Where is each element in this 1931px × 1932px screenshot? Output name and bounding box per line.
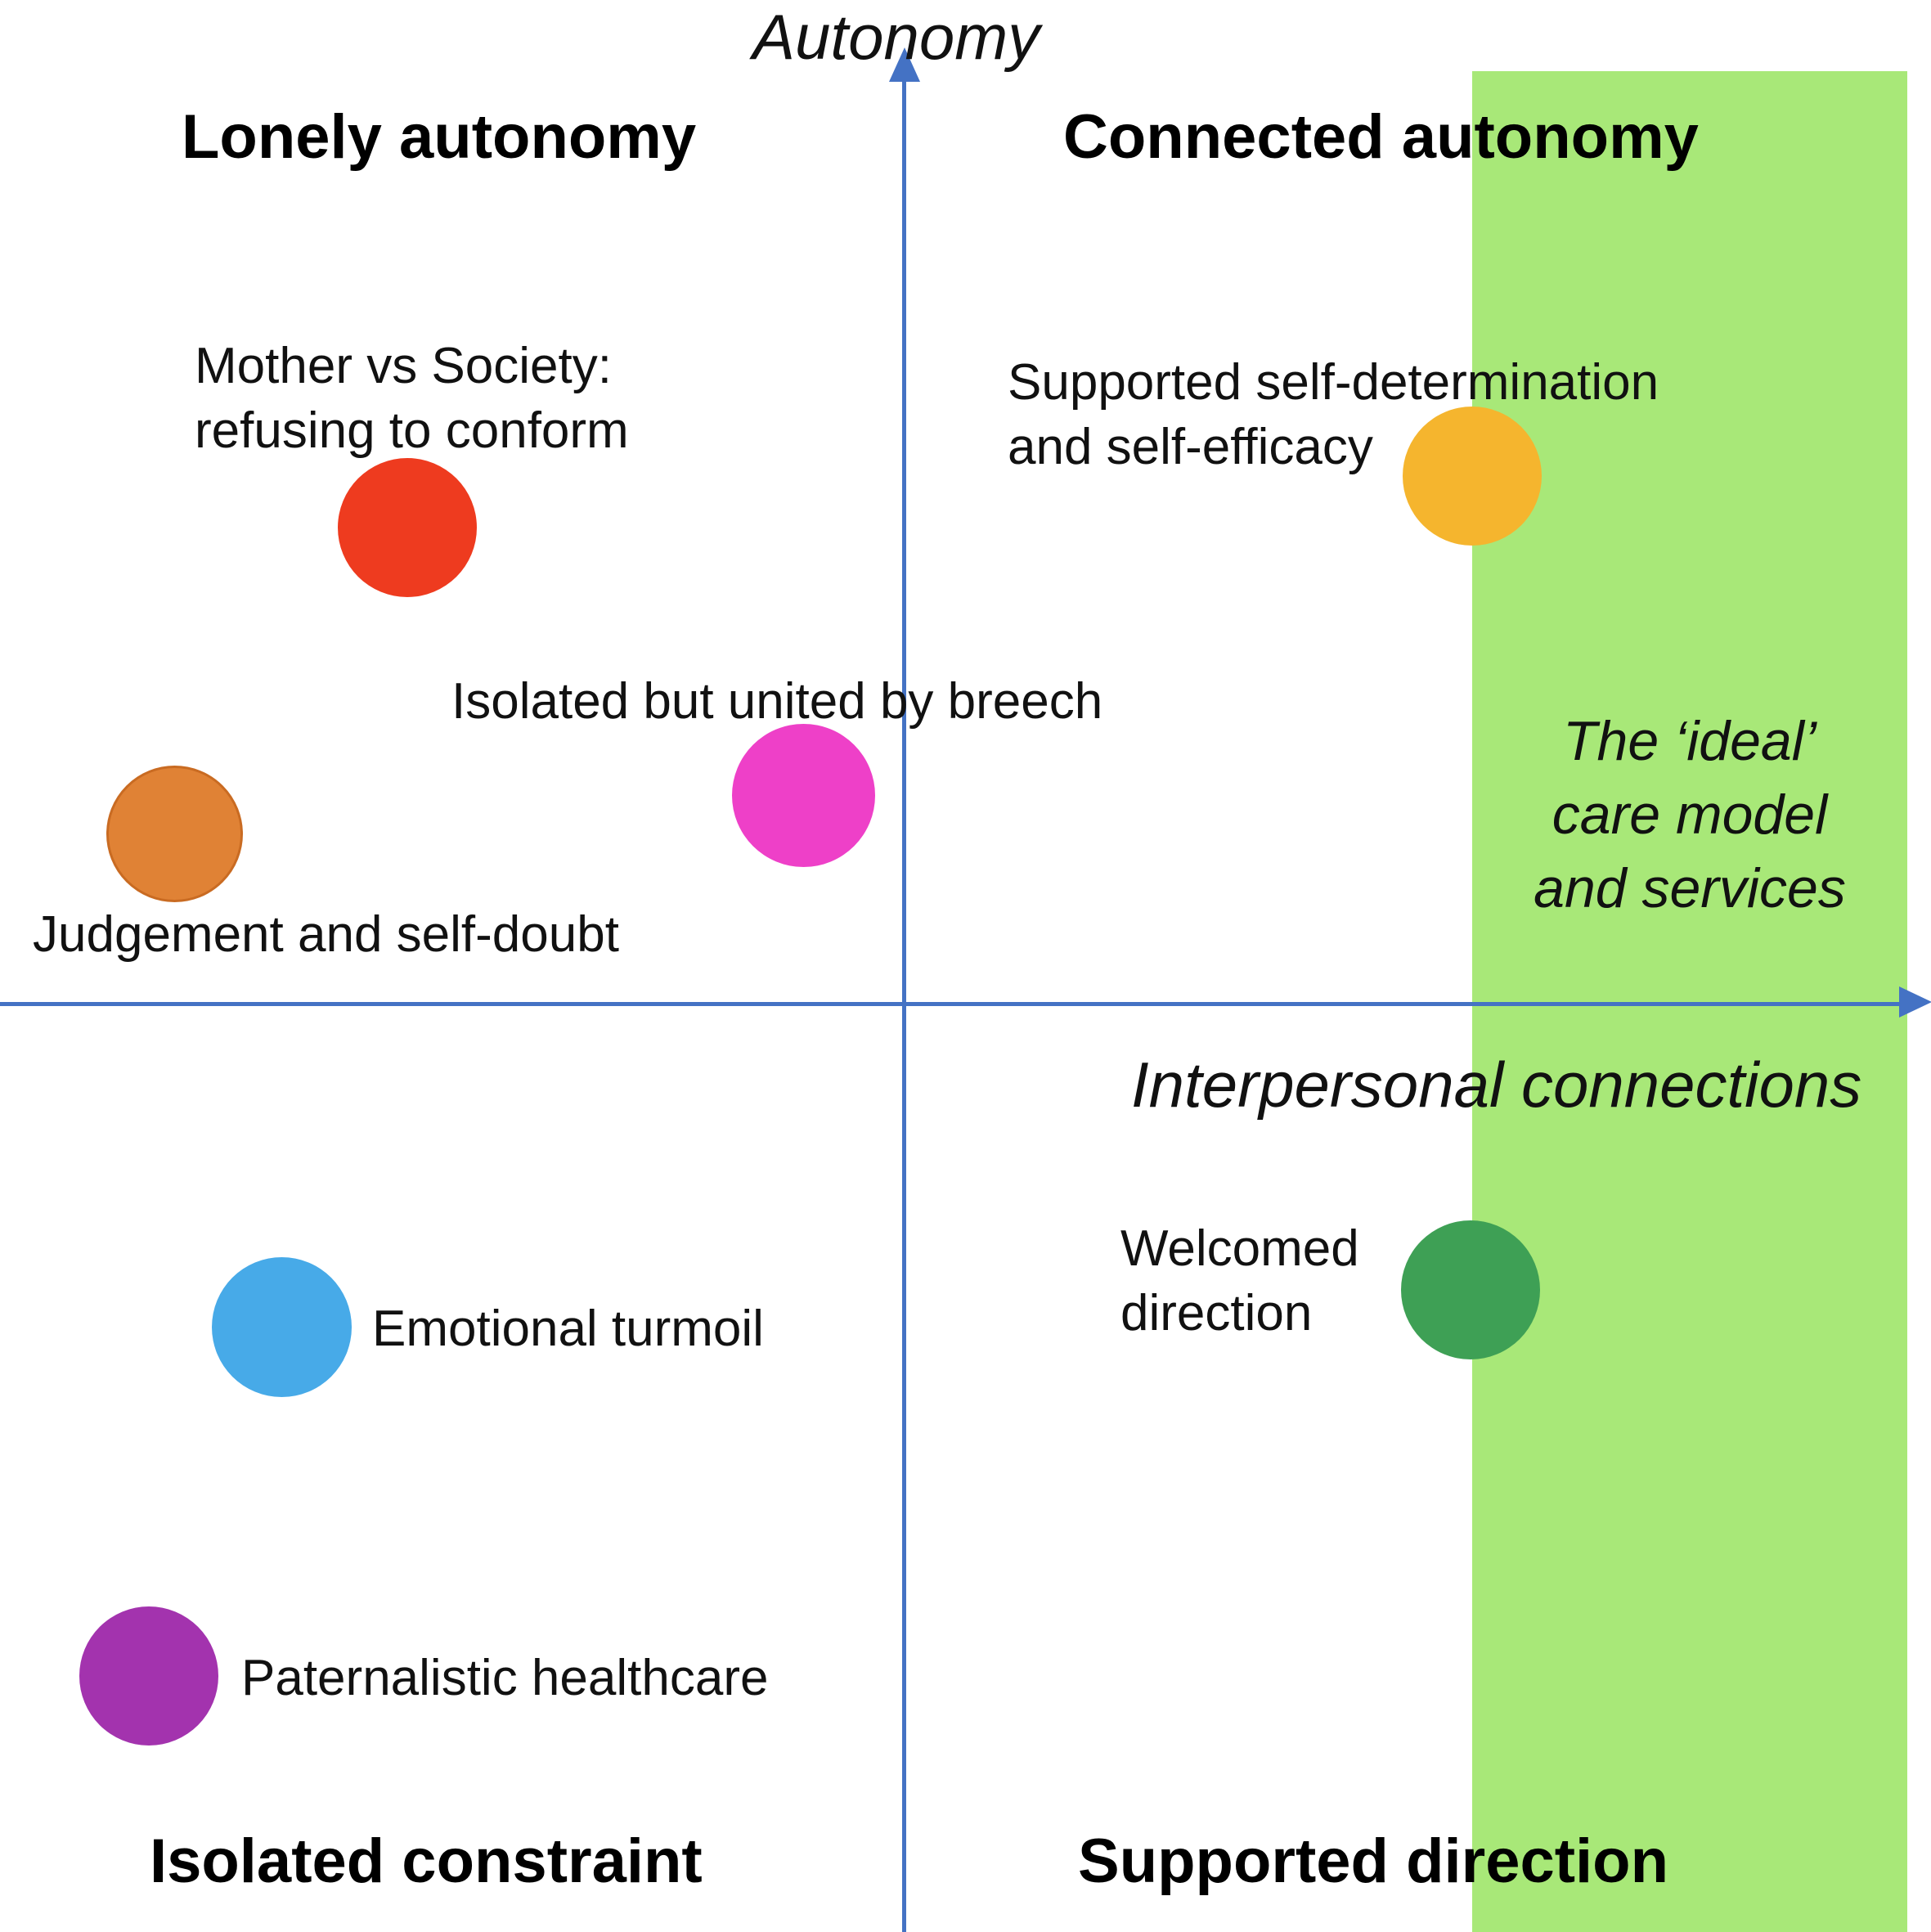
bubble-welcomed-direction[interactable] <box>1401 1220 1540 1359</box>
axis-arrow-right-icon <box>1899 986 1931 1018</box>
bubble-paternalistic-healthcare[interactable] <box>79 1606 218 1746</box>
quadrant-title-connected-autonomy: Connected autonomy <box>1063 102 1699 172</box>
quadrant-title-lonely-autonomy: Lonely autonomy <box>182 102 697 172</box>
ideal-care-band-label: The ‘ideal’ care model and services <box>1534 710 1846 919</box>
bubble-judgement-self-doubt[interactable] <box>106 766 243 902</box>
bubble-isolated-but-united[interactable] <box>732 724 875 867</box>
horizontal-axis-line <box>0 1002 1914 1006</box>
label-isolated-but-united: Isolated but united by breech <box>451 673 1103 730</box>
label-mother-vs-society: Mother vs Society: refusing to conform <box>195 338 629 460</box>
bubble-supported-self-determination[interactable] <box>1403 407 1542 546</box>
quadrant-title-isolated-constraint: Isolated constraint <box>150 1826 703 1896</box>
label-judgement-self-doubt: Judgement and self-doubt <box>33 906 619 963</box>
ideal-care-highlight-band <box>1472 71 1907 1932</box>
label-paternalistic-healthcare: Paternalistic healthcare <box>241 1650 769 1706</box>
quadrant-title-supported-direction: Supported direction <box>1078 1826 1668 1896</box>
x-axis-title: Interpersonal connections <box>1131 1049 1862 1121</box>
y-axis-title: Autonomy <box>752 1 1040 73</box>
label-emotional-turmoil: Emotional turmoil <box>372 1301 764 1357</box>
bubble-emotional-turmoil[interactable] <box>212 1257 352 1397</box>
bubble-mother-vs-society[interactable] <box>338 458 477 597</box>
label-supported-self-determination: Supported self-determination and self-ef… <box>1008 354 1659 476</box>
axis-arrow-up-icon <box>889 47 920 82</box>
label-welcomed-direction: Welcomed direction <box>1120 1220 1359 1342</box>
